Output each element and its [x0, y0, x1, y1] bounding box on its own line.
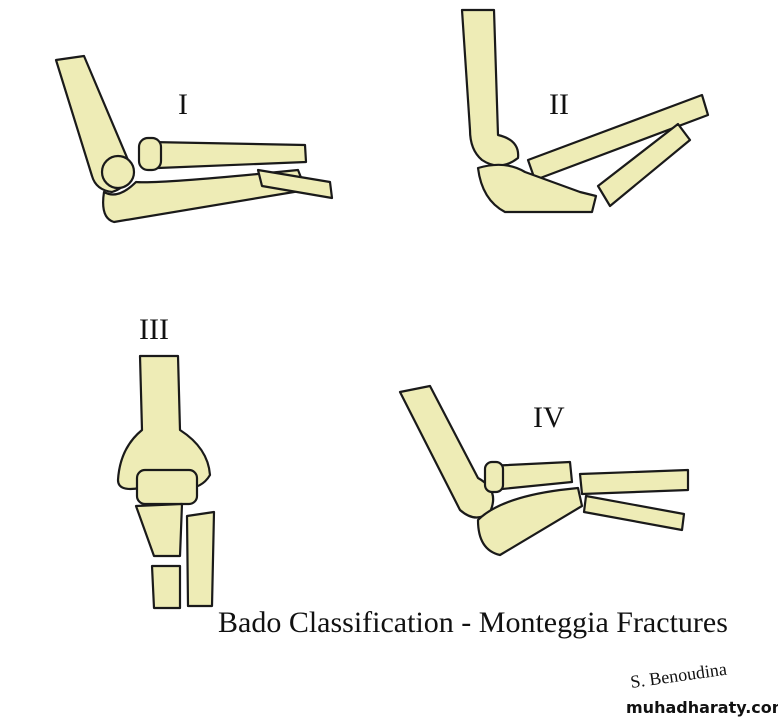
- ulna-proximal-i: [102, 168, 308, 224]
- type-iv-label: IV: [533, 401, 565, 434]
- ulna-proximal-ii: [476, 163, 598, 214]
- type-i-illustration: [54, 54, 334, 224]
- radial-head-iv: [483, 460, 505, 494]
- type-ii-label: II: [549, 88, 569, 121]
- type-iv-illustration: [398, 384, 690, 557]
- radius-distal-iv: [578, 468, 690, 496]
- ulna-distal-iv: [582, 494, 686, 532]
- figure-caption: Bado Classification - Monteggia Fracture…: [218, 606, 728, 639]
- ulna-distal-i: [256, 168, 334, 200]
- humerus-iv: [398, 384, 495, 519]
- humerus-ii: [460, 8, 520, 167]
- radius-ii: [526, 93, 710, 182]
- watermark: muhadharaty.com: [626, 698, 778, 717]
- trochlea-iii: [135, 468, 199, 506]
- radius-i: [148, 140, 308, 170]
- type-iii-illustration: [116, 354, 216, 610]
- ulna-proximal-iii: [134, 502, 184, 558]
- capitulum-i: [100, 154, 136, 190]
- type-iii-label: III: [139, 313, 169, 346]
- ulna-proximal-iv: [476, 486, 584, 557]
- type-ii-illustration: [460, 8, 710, 214]
- ulna-distal-ii: [596, 122, 692, 208]
- ulna-distal-iii: [150, 564, 182, 610]
- radius-iii: [185, 510, 216, 608]
- radial-head-i: [137, 136, 163, 172]
- type-i-label: I: [178, 88, 188, 121]
